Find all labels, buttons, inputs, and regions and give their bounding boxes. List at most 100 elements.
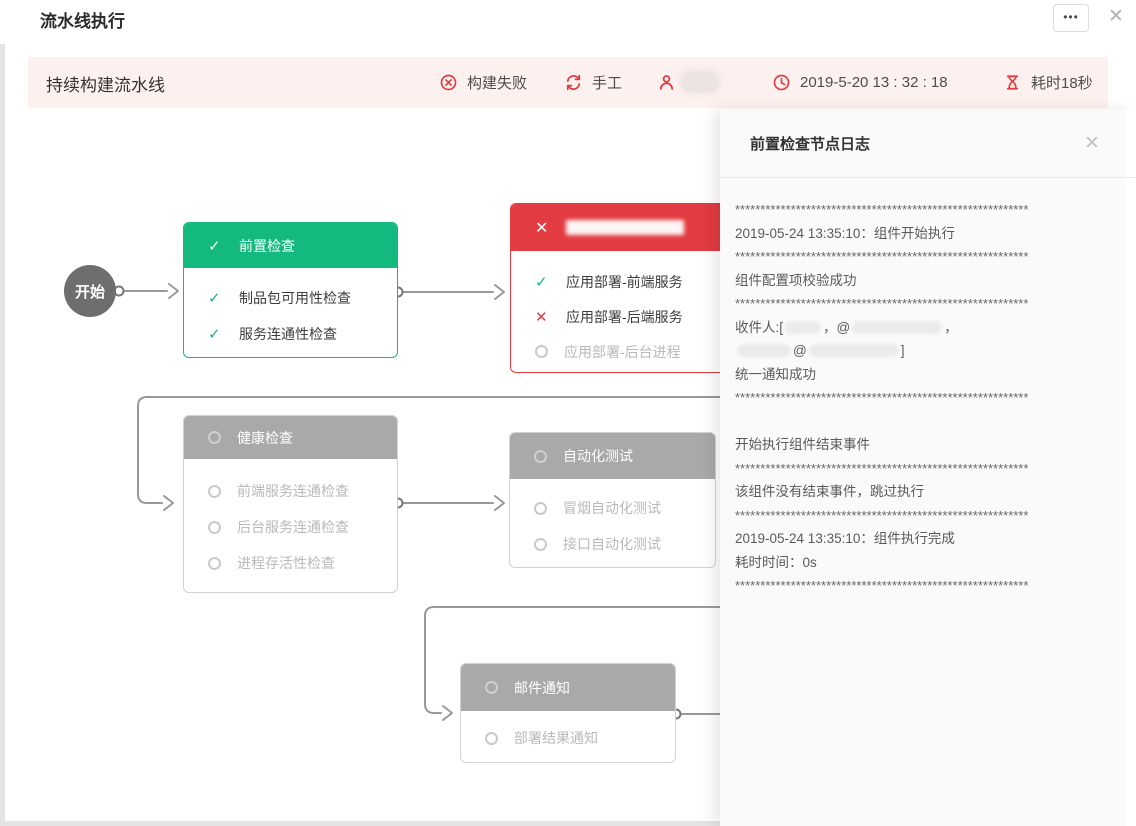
- pending-icon: [208, 484, 221, 498]
- node-autotest[interactable]: 自动化测试 冒烟自动化测试 接口自动化测试: [509, 432, 716, 568]
- trigger-mode-group: 手工: [565, 57, 622, 108]
- node-step[interactable]: ✓ 应用部署-前端服务: [511, 264, 739, 299]
- node-deploy-header[interactable]: ✕: [511, 204, 739, 251]
- pending-icon: [208, 556, 221, 570]
- page-title: 流水线执行: [40, 12, 125, 31]
- step-label: 接口自动化测试: [563, 536, 661, 552]
- node-health[interactable]: 健康检查 前端服务连通检查 后台服务连通检查 进程存活性检查: [183, 415, 398, 593]
- log-line: 统一通知成功: [735, 366, 816, 382]
- build-status-group: 构建失败: [440, 57, 527, 108]
- log-line: ****************************************…: [735, 390, 1029, 405]
- step-label: 后台服务连通检查: [237, 519, 349, 535]
- log-line: [735, 410, 1130, 434]
- node-step[interactable]: 部署结果通知: [461, 720, 675, 756]
- dialog-close-icon[interactable]: ✕: [1108, 6, 1124, 27]
- node-deploy[interactable]: ✕ ✓ 应用部署-前端服务 ✕ 应用部署-后端服务 应用部署-后台进程: [510, 203, 740, 373]
- node-title: 邮件通知: [514, 679, 570, 696]
- failed-icon: ✕: [535, 219, 549, 237]
- log-line: ****************************************…: [735, 578, 1029, 593]
- pending-icon: [534, 449, 547, 463]
- build-status-bar: 持续构建流水线 构建失败 手工 龙飞: [28, 57, 1108, 108]
- step-label: 应用部署-后端服务: [566, 308, 683, 325]
- node-mail[interactable]: 邮件通知 部署结果通知: [460, 663, 676, 763]
- log-line: ****************************************…: [735, 460, 1029, 476]
- pending-icon: [534, 537, 547, 551]
- redacted-text: [852, 320, 943, 334]
- log-line: 开始执行组件结束事件: [735, 437, 870, 452]
- step-label: 应用部署-前端服务: [566, 273, 683, 290]
- node-step[interactable]: 接口自动化测试: [510, 526, 715, 562]
- log-panel-title: 前置检查节点日志: [750, 136, 871, 153]
- start-node: 开始: [64, 265, 116, 317]
- log-panel-close-icon[interactable]: ✕: [1084, 133, 1100, 154]
- redacted-text: [737, 344, 791, 357]
- redacted-text: [785, 320, 822, 334]
- hourglass-icon: [1006, 75, 1019, 90]
- node-title-redaction-blur: [566, 220, 684, 235]
- log-panel-header: 前置检查节点日志 ✕: [720, 110, 1136, 178]
- manual-trigger-icon: [566, 74, 581, 91]
- pipeline-flow-canvas: 开始 ✓ 前置检查 ✓ 制品包可用性检查 ✓ 服务连通性检查 ✕: [0, 110, 1136, 826]
- node-step[interactable]: ✓ 服务连通性检查: [184, 316, 397, 352]
- node-step[interactable]: ✓ 制品包可用性检查: [184, 280, 397, 316]
- redacted-text: [808, 344, 899, 357]
- log-line: 2019-05-24 13:35:10：组件开始执行: [735, 225, 955, 241]
- clock-icon: [773, 74, 790, 91]
- node-mail-header[interactable]: 邮件通知: [461, 664, 675, 711]
- log-line: ****************************************…: [735, 296, 1029, 311]
- success-icon: ✓: [208, 237, 221, 255]
- build-status-label: 构建失败: [467, 75, 528, 92]
- node-autotest-header[interactable]: 自动化测试: [510, 433, 715, 479]
- node-title: 自动化测试: [563, 448, 633, 464]
- node-precheck[interactable]: ✓ 前置检查 ✓ 制品包可用性检查 ✓ 服务连通性检查: [183, 222, 398, 358]
- step-label: 服务连通性检查: [239, 326, 337, 342]
- node-health-header[interactable]: 健康检查: [184, 416, 397, 459]
- node-step[interactable]: 后台服务连通检查: [184, 509, 397, 545]
- pending-icon: [535, 345, 548, 358]
- pending-icon: [485, 681, 498, 694]
- node-step[interactable]: 应用部署-后台进程: [511, 334, 739, 369]
- log-line: 该组件没有结束事件，跳过执行: [735, 484, 924, 499]
- background-edge-left: [0, 0, 5, 826]
- node-step[interactable]: ✕ 应用部署-后端服务: [511, 299, 739, 334]
- log-line: ****************************************…: [735, 507, 1029, 523]
- user-icon: [659, 75, 674, 90]
- log-line: @]: [735, 339, 1130, 363]
- log-lines: ****************************************…: [720, 178, 1136, 598]
- more-button[interactable]: •••: [1053, 4, 1089, 32]
- node-step[interactable]: 进程存活性检查: [184, 545, 397, 581]
- duration-label: 耗时18秒: [1031, 75, 1093, 92]
- trigger-mode-label: 手工: [592, 75, 623, 92]
- success-icon: ✓: [535, 273, 548, 291]
- time-group: 2019-5-20 13 : 32 : 18: [773, 57, 948, 108]
- flow-connectors: [113, 283, 723, 721]
- pending-icon: [485, 731, 498, 745]
- log-line: 收件人:[，@，: [735, 319, 958, 335]
- background-edge-bottom: [0, 821, 1136, 826]
- build-failed-icon: [440, 74, 457, 91]
- step-label: 冒烟自动化测试: [563, 500, 661, 516]
- failed-icon: ✕: [535, 308, 548, 326]
- pending-icon: [534, 501, 547, 515]
- log-line: 耗时时间：0s: [735, 554, 817, 570]
- log-line: 组件配置项校验成功: [735, 272, 857, 288]
- step-label: 部署结果通知: [514, 730, 598, 746]
- step-label: 进程存活性检查: [237, 555, 335, 571]
- log-panel: 前置检查节点日志 ✕ *****************************…: [720, 110, 1136, 826]
- success-icon: ✓: [208, 326, 221, 343]
- node-precheck-header[interactable]: ✓ 前置检查: [184, 223, 397, 268]
- success-icon: ✓: [208, 290, 221, 307]
- log-line: ****************************************…: [735, 202, 1029, 217]
- step-label: 制品包可用性检查: [239, 290, 351, 306]
- node-title: 前置检查: [239, 237, 295, 254]
- node-step[interactable]: 冒烟自动化测试: [510, 490, 715, 526]
- pipeline-name: 持续构建流水线: [46, 76, 165, 95]
- titlebar: 流水线执行 ••• ✕: [0, 0, 1136, 44]
- log-scrollbar-gutter[interactable]: [1125, 110, 1136, 826]
- log-line: ****************************************…: [735, 249, 1029, 264]
- pending-icon: [208, 431, 221, 444]
- build-datetime: 2019-5-20 13 : 32 : 18: [800, 74, 948, 91]
- step-label: 前端服务连通检查: [237, 483, 349, 499]
- node-step[interactable]: 前端服务连通检查: [184, 473, 397, 509]
